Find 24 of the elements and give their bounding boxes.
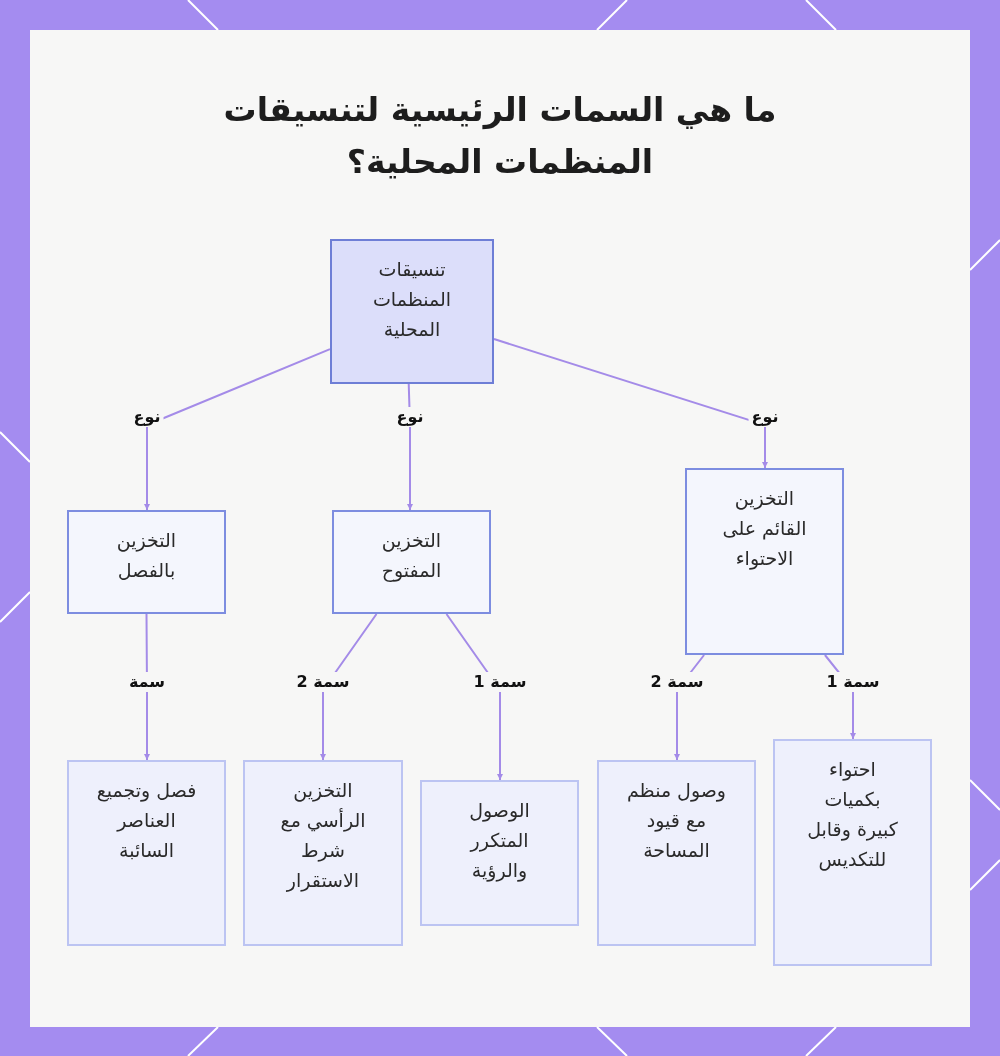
node-text: الوصول المتكرر والرؤية	[468, 798, 531, 884]
category-box	[332, 510, 491, 614]
node-text: التخزين الرأسي مع شرط الاستقرار	[279, 778, 367, 894]
node-text: فصل وتجميع العناصر السائبة	[96, 778, 197, 863]
feature-box	[773, 739, 932, 966]
feature-box	[67, 760, 226, 946]
connector-arrow	[493, 338, 768, 469]
category-box	[67, 510, 226, 614]
category-box	[685, 468, 844, 655]
feature-box	[420, 780, 579, 926]
connector-arrow	[320, 613, 378, 761]
connector-arrow	[144, 613, 150, 761]
feature-box	[597, 760, 756, 946]
node-text: تنسيقات المنظمات المحلية	[371, 257, 452, 342]
title: ما هي السمات الرئيسية لتنسيقات المنظمات المحلية؟	[222, 89, 778, 183]
connector-arrow	[144, 348, 331, 511]
node-text: التخزين القائم على الاحتواء	[721, 486, 808, 572]
root-box	[330, 239, 494, 384]
node-text: وصول منظم مع قيود المساحة	[626, 778, 727, 863]
node-text: التخزين المفتوح	[380, 528, 443, 584]
connector-arrow	[445, 613, 503, 781]
feature-box	[243, 760, 403, 946]
node-text: احتواء بكميات كبيرة وقابل للتكديس	[806, 757, 899, 873]
node-text: التخزين بالفصل	[115, 528, 178, 583]
